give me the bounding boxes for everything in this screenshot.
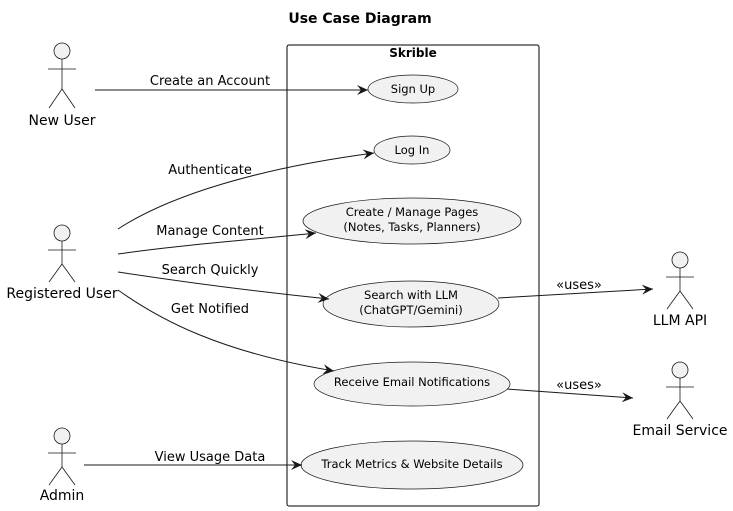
actor-admin[interactable]: Admin [40, 427, 85, 504]
diagram-title: Use Case Diagram [288, 11, 431, 27]
stick-figure-icon [48, 42, 76, 109]
edge-manage-content: Manage Content [117, 224, 317, 255]
edge-line [117, 271, 330, 303]
edge-label: «uses» [556, 378, 602, 393]
actor-label: Email Service [632, 423, 727, 439]
edge-authenticate: Authenticate [117, 149, 375, 230]
edge-label: Create an Account [150, 74, 270, 89]
use-case-label: Receive Email Notifications [334, 375, 490, 389]
actor-registered-user[interactable]: Registered User [6, 224, 118, 302]
edge-uses-email: «uses» [506, 378, 634, 403]
stick-figure-icon [666, 251, 694, 310]
edge-label: View Usage Data [155, 450, 266, 465]
edge-line [497, 284, 654, 299]
use-case-log-in[interactable]: Log In [373, 135, 451, 165]
edge-create-account: Create an Account [95, 74, 368, 95]
actor-label: LLM API [653, 313, 707, 329]
edge-line [117, 149, 375, 230]
use-case-label: Log In [395, 143, 430, 157]
use-case-label-line-2: (ChatGPT/Gemini) [359, 303, 462, 317]
edge-label: Search Quickly [162, 263, 259, 278]
use-case-label: Sign Up [391, 82, 435, 96]
use-case-label-line-1: Create / Manage Pages [346, 205, 479, 219]
use-case-label: Track Metrics & Website Details [320, 457, 502, 471]
stick-figure-icon [48, 224, 76, 283]
edge-line [506, 388, 634, 403]
edge-label: Get Notified [171, 302, 249, 317]
edge-label: Manage Content [156, 224, 263, 239]
edge-get-notified: Get Notified [117, 289, 335, 375]
actor-label: Registered User [6, 286, 117, 302]
stick-figure-icon [48, 427, 76, 486]
use-case-search-llm[interactable]: Search with LLM (ChatGPT/Gemini) [322, 280, 500, 328]
use-case-manage-pages[interactable]: Create / Manage Pages (Notes, Tasks, Pla… [302, 197, 522, 245]
use-case-label-line-1: Search with LLM [364, 288, 458, 302]
edge-uses-llm: «uses» [497, 278, 654, 299]
use-case-track-metrics[interactable]: Track Metrics & Website Details [300, 440, 524, 490]
edge-view-usage: View Usage Data [84, 450, 302, 470]
edge-label: «uses» [556, 278, 602, 293]
edge-search-quickly: Search Quickly [117, 263, 330, 303]
stick-figure-icon [666, 361, 694, 420]
edge-line [117, 229, 317, 255]
use-case-label-line-2: (Notes, Tasks, Planners) [343, 220, 480, 234]
edge-label: Authenticate [168, 163, 252, 178]
use-case-sign-up[interactable]: Sign Up [367, 74, 459, 104]
actor-llm-api[interactable]: LLM API [653, 251, 707, 329]
actor-label: New User [29, 113, 96, 129]
edge-line [117, 289, 335, 375]
actor-new-user[interactable]: New User [29, 42, 96, 129]
actor-label: Admin [40, 488, 85, 504]
use-case-email-notifications[interactable]: Receive Email Notifications [313, 361, 511, 407]
system-box [286, 44, 540, 507]
system-name: Skrible [389, 46, 437, 60]
actor-email-service[interactable]: Email Service [632, 361, 728, 439]
system-boundary: Skrible [286, 44, 540, 507]
